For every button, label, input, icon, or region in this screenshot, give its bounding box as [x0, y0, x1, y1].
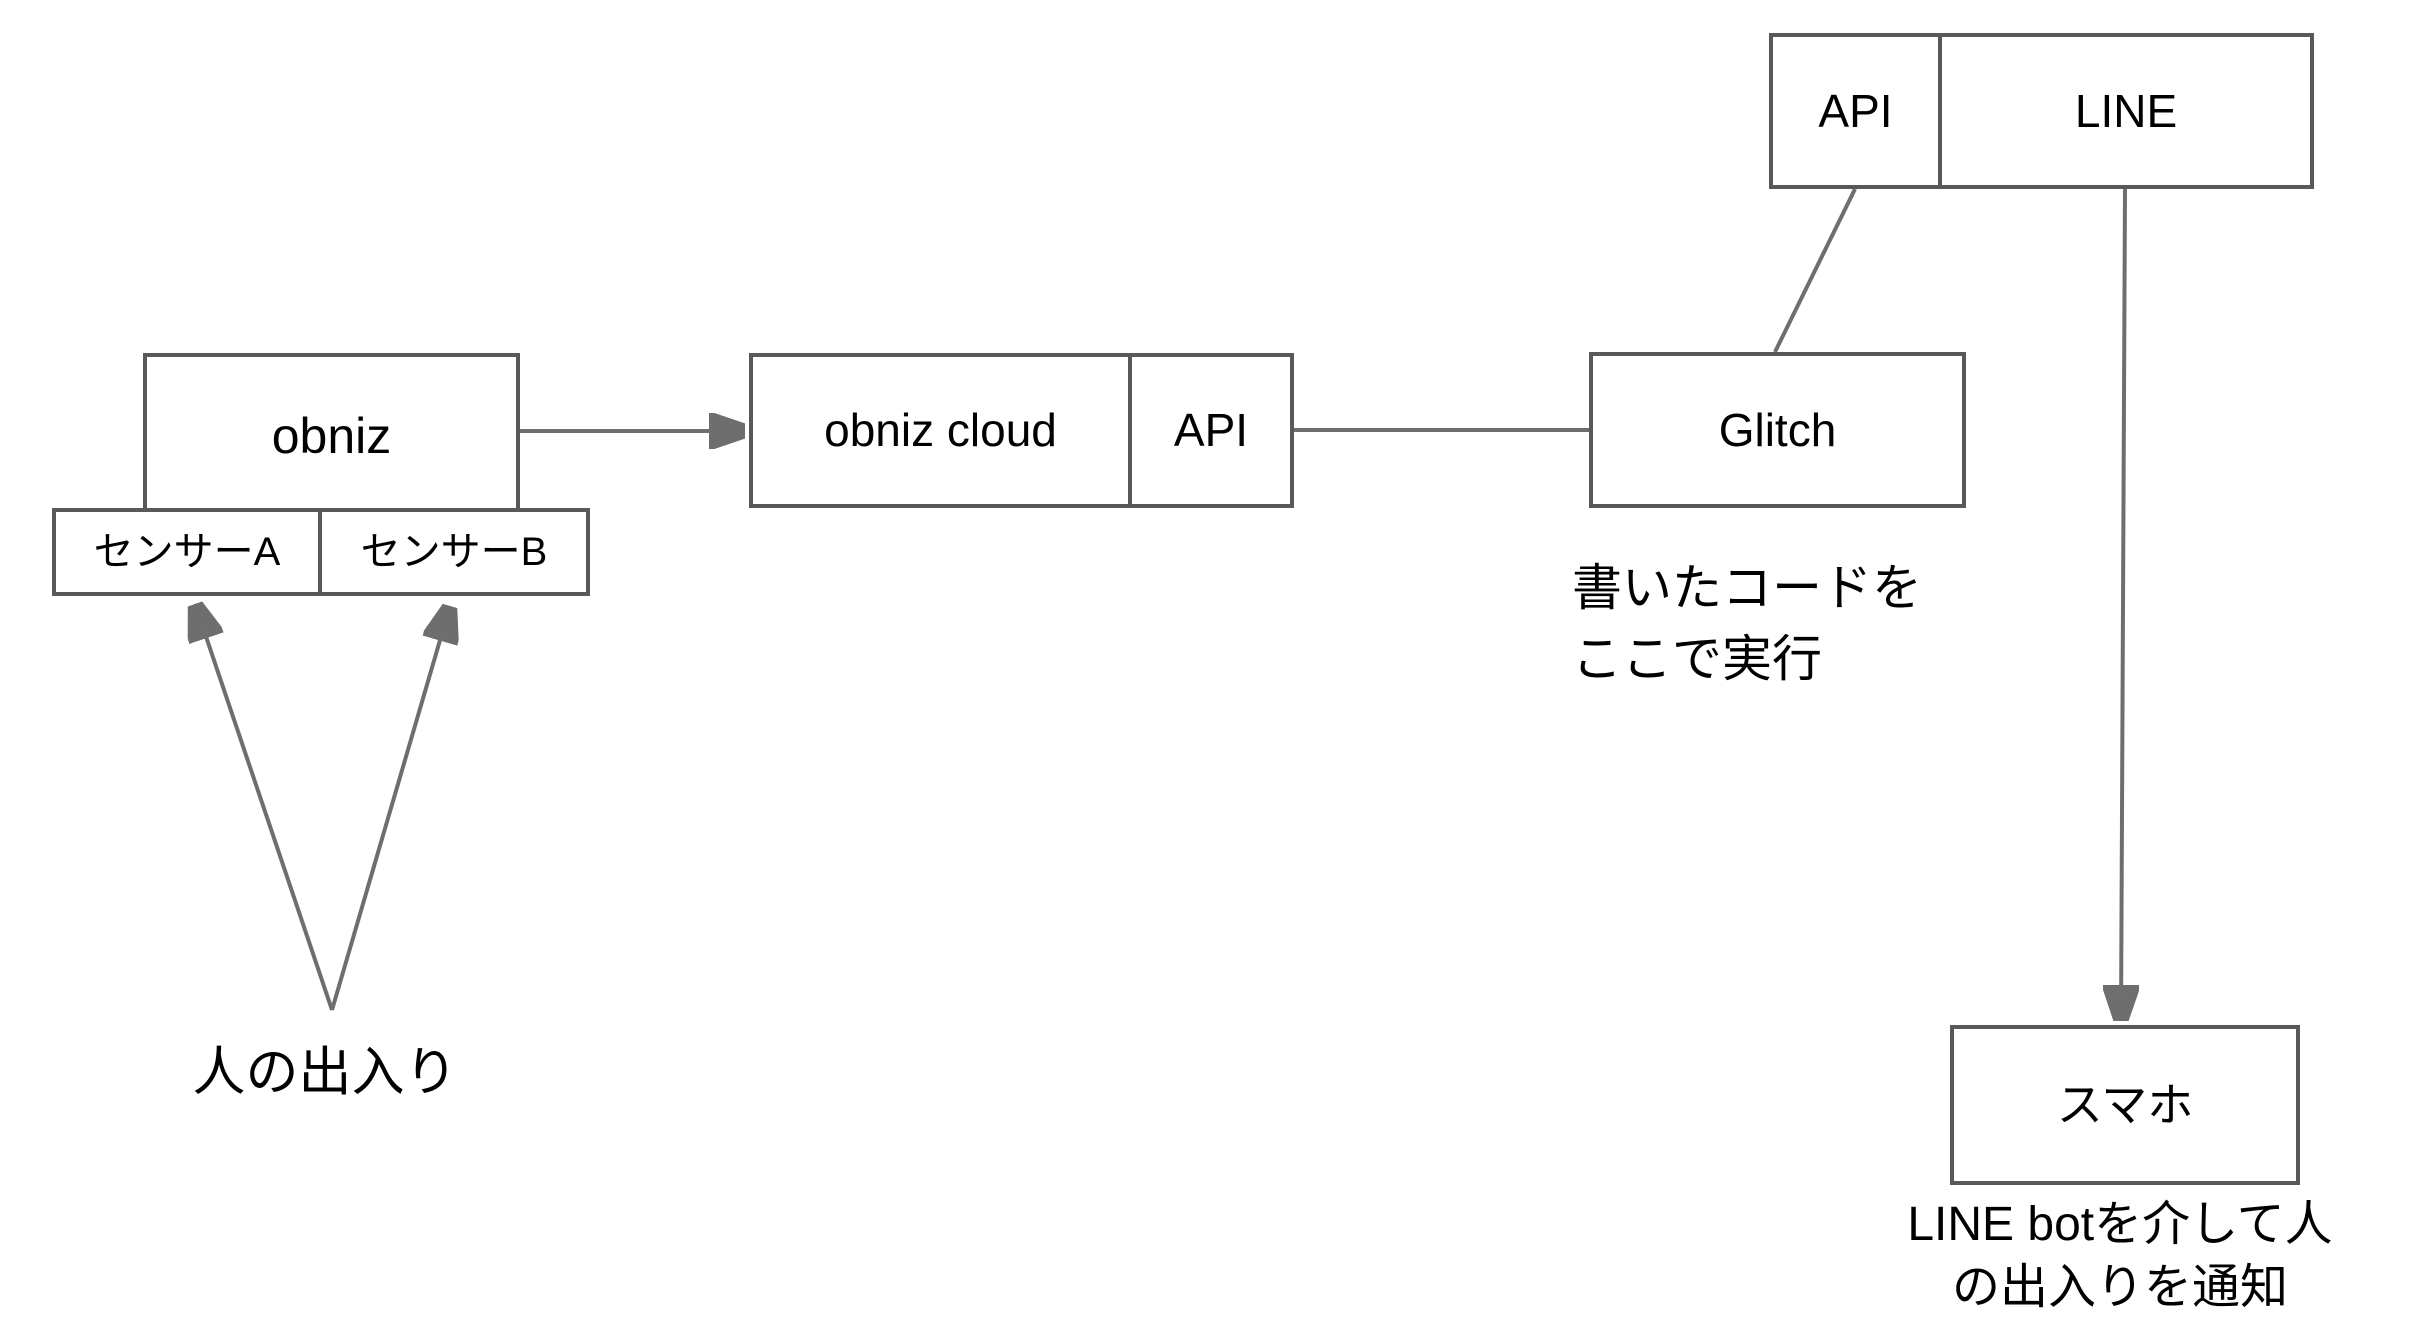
line-api-label: API — [1818, 84, 1893, 137]
sensor-b-label: センサーB — [360, 530, 548, 574]
obniz-node: obniz — [143, 353, 520, 520]
glitch-node: Glitch — [1589, 352, 1966, 508]
notify-note-line1: LINE botを介して人 — [1907, 1198, 2333, 1251]
notify-note-line2: の出入りを通知 — [1951, 1261, 2288, 1314]
obniz-cloud-node: obniz cloud API — [749, 353, 1294, 508]
obniz-cloud-api-cell: API — [1128, 357, 1290, 504]
sensor-a-label: センサーA — [93, 530, 281, 574]
line-app-cell: LINE — [1938, 37, 2310, 185]
arrow-people-to-sensor-a — [195, 604, 334, 1011]
line-app-label: LINE — [2074, 84, 2178, 137]
glitch-note-line2: ここで実行 — [1572, 631, 1822, 687]
obniz-cloud-label: obniz cloud — [824, 404, 1057, 457]
obniz-cloud-api-label: API — [1173, 404, 1249, 457]
line-api-cell: API — [1773, 37, 1938, 185]
arrow-people-to-sensor-b — [330, 606, 450, 1011]
people-inout-note: 人の出入り — [192, 1043, 458, 1102]
arrow-line-to-smartphone — [2121, 188, 2125, 1021]
notify-note: LINE botを介して人 の出入りを通知 — [1875, 1193, 2365, 1319]
sensor-b-node: センサーB — [318, 508, 590, 596]
smartphone-node: スマホ — [1950, 1025, 2300, 1185]
glitch-note: 書いたコードを ここで実行 — [1572, 553, 1922, 695]
sensor-a-node: センサーA — [52, 508, 322, 596]
obniz-label: obniz — [271, 408, 392, 464]
line-lineapi-to-glitch — [1773, 188, 1857, 353]
smartphone-label: スマホ — [2056, 1078, 2194, 1131]
glitch-note-line1: 書いたコードを — [1572, 560, 1922, 616]
obniz-cloud-cell: obniz cloud — [753, 357, 1128, 504]
line-service-node: API LINE — [1769, 33, 2314, 189]
glitch-label: Glitch — [1718, 403, 1837, 456]
